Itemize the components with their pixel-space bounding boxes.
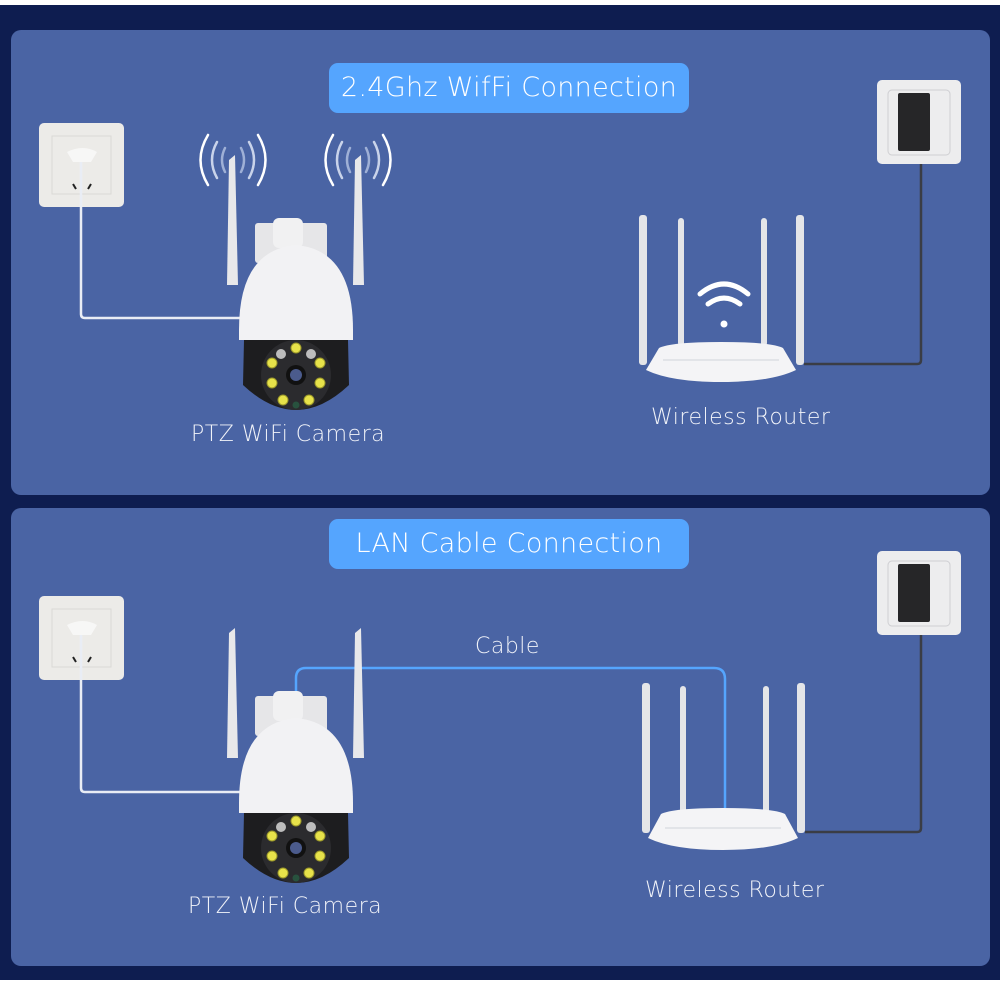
router-label: Wireless Router: [651, 405, 831, 430]
lan-connection-panel: LAN Cable Connection Cable PTZ WiFi Came…: [11, 508, 990, 966]
camera-power-cable: [79, 635, 243, 794]
camera-label: PTZ WiFi Camera: [188, 894, 383, 919]
radio-waves-icon: [199, 133, 267, 187]
wireless-router-icon: [642, 683, 805, 850]
wifi-connection-panel: 2.4Ghz WifFi Connection PTZ WiFi Camera …: [11, 30, 990, 495]
router-label: Wireless Router: [645, 878, 825, 903]
router-power-cable: [804, 150, 923, 366]
camera-label: PTZ WiFi Camera: [191, 422, 386, 447]
cable-label: Cable: [475, 634, 540, 659]
connection-title: LAN Cable Connection: [329, 519, 689, 569]
radio-waves-icon: [324, 133, 392, 187]
power-adapter-outlet-icon: [877, 551, 961, 635]
diagram-frame: 2.4Ghz WifFi Connection PTZ WiFi Camera …: [0, 5, 1000, 980]
ptz-camera-icon: [227, 155, 364, 410]
wifi-connection-illustration: [39, 80, 961, 410]
camera-power-cable: [79, 162, 243, 320]
lan-connection-illustration: [39, 551, 961, 883]
router-power-cable: [805, 626, 923, 834]
lan-cable: [294, 666, 727, 808]
wifi-signal-icon: [697, 281, 751, 328]
power-adapter-outlet-icon: [877, 80, 961, 164]
ptz-camera-icon: [227, 628, 364, 883]
wireless-router-icon: [639, 215, 804, 382]
connection-title: 2.4Ghz WifFi Connection: [329, 63, 689, 113]
